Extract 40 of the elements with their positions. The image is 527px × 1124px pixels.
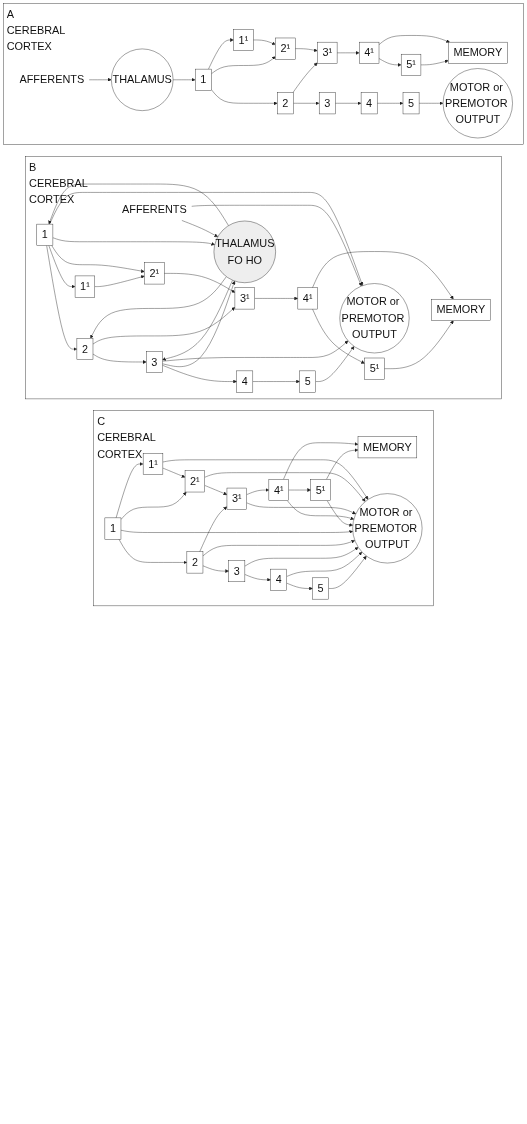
node-circle: THALAMUS	[111, 48, 174, 111]
node-box: 5	[402, 92, 420, 115]
node-circle: MOTOR or PREMOTOR OUTPUT	[442, 68, 513, 139]
node-box: 4¹	[268, 479, 289, 501]
node-box: 2¹	[275, 37, 296, 60]
node-text: AFFERENTS	[122, 203, 187, 216]
node-box: 1¹	[74, 275, 95, 298]
node-box: 1	[36, 223, 54, 246]
node-box: 2¹	[184, 470, 205, 493]
node-box: 4	[236, 370, 254, 393]
node-box: 3¹	[234, 287, 255, 310]
node-box: 1¹	[233, 29, 254, 51]
node-box: MEMORY	[448, 41, 508, 64]
node-box: 3¹	[226, 487, 247, 510]
node-box: 5	[299, 370, 316, 393]
node-text: AFFERENTS	[19, 73, 85, 86]
node-box: 5¹	[364, 357, 385, 380]
node-box: 3	[319, 92, 336, 115]
node-box: 2	[277, 92, 294, 115]
node-box: 3	[228, 560, 246, 582]
node-box: 5	[312, 577, 329, 600]
node-box: 4¹	[297, 287, 318, 310]
node-box: 5¹	[401, 54, 422, 76]
node-box: 3¹	[317, 41, 338, 64]
node-circle: MOTOR or PREMOTOR OUTPUT	[352, 493, 423, 564]
node-box: MEMORY	[357, 436, 417, 459]
node-box: 4¹	[359, 41, 380, 64]
node-box: 1	[104, 517, 122, 540]
node-box: 1¹	[142, 453, 164, 475]
node-box: 2	[186, 551, 204, 574]
node-box: 3	[146, 351, 163, 373]
node-box: 4	[270, 568, 287, 591]
node-box: 2¹	[144, 262, 165, 285]
node-box: 5¹	[310, 479, 331, 501]
node-box: 1	[195, 68, 212, 91]
node-circle: MOTOR or PREMOTOR OUTPUT	[339, 283, 410, 354]
node-box: MEMORY	[431, 299, 491, 321]
node-box: 2	[76, 338, 94, 360]
node-circle: THALAMUS FO HO	[213, 220, 276, 283]
node-box: 4	[360, 92, 378, 115]
